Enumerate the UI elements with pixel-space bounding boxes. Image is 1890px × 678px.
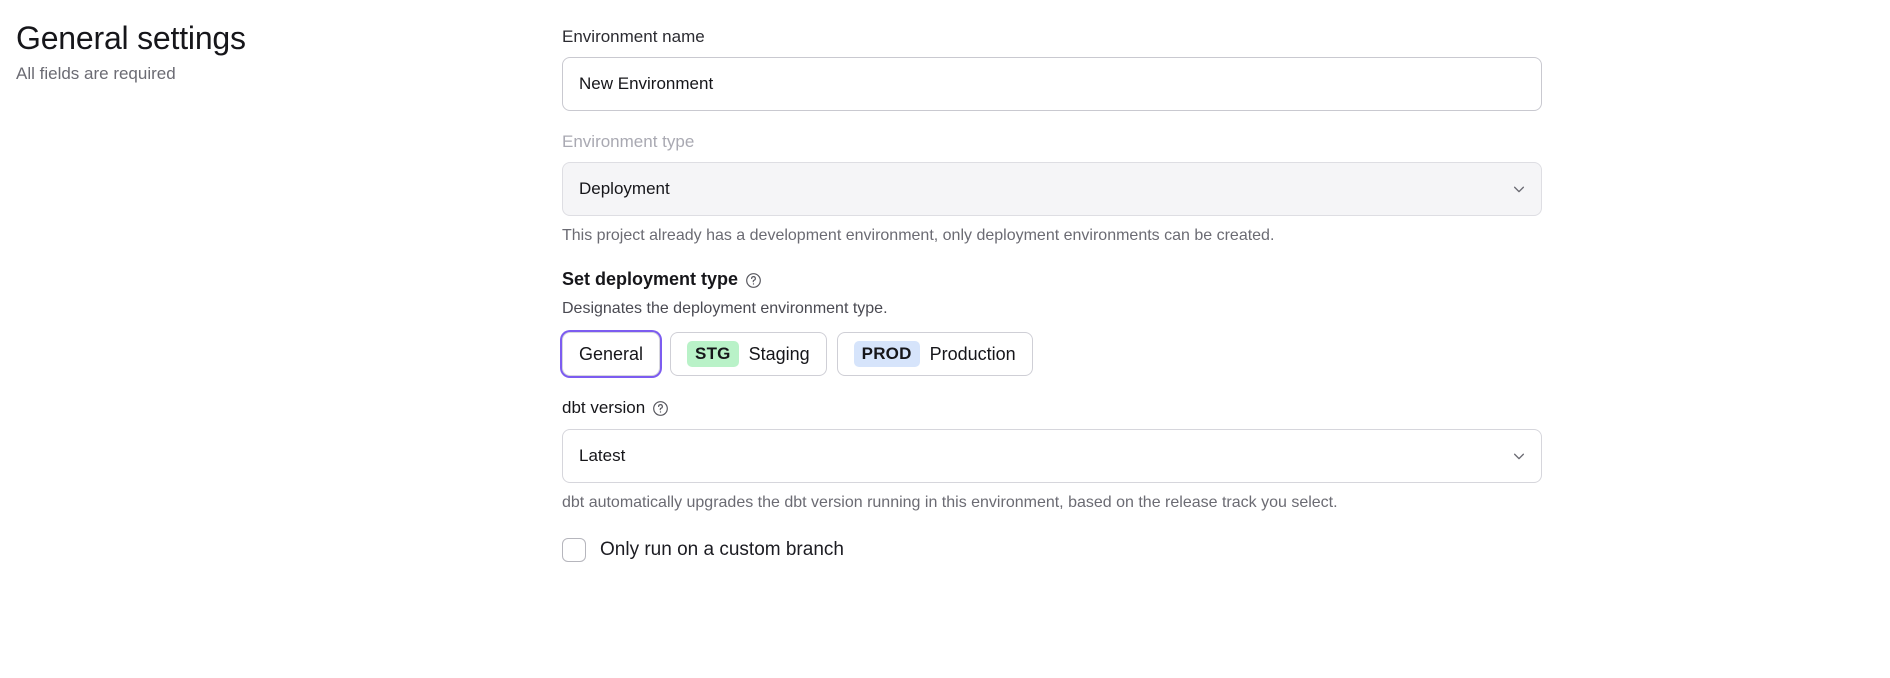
deployment-type-heading-row: Set deployment type	[562, 267, 1542, 291]
question-circle-icon[interactable]	[745, 271, 762, 288]
production-badge: PROD	[853, 341, 920, 367]
deployment-type-option-production[interactable]: PROD Production	[836, 332, 1033, 376]
settings-form: Environment name New Environment Environ…	[562, 26, 1542, 562]
custom-branch-label: Only run on a custom branch	[600, 539, 844, 560]
environment-type-field: Environment type Deployment This project…	[562, 131, 1542, 247]
staging-badge: STG	[687, 341, 739, 367]
deployment-type-options: General STG Staging PROD Production	[562, 332, 1542, 376]
deployment-type-option-staging[interactable]: STG Staging	[670, 332, 827, 376]
question-circle-icon[interactable]	[652, 400, 669, 417]
custom-branch-checkbox[interactable]	[562, 538, 586, 562]
page-subtitle: All fields are required	[16, 64, 176, 83]
environment-name-field: Environment name New Environment	[562, 26, 1542, 111]
environment-name-input[interactable]: New Environment	[562, 57, 1542, 111]
deployment-type-description: Designates the deployment environment ty…	[562, 300, 888, 317]
environment-name-label: Environment name	[562, 27, 705, 46]
environment-type-select-wrap: Deployment	[562, 162, 1542, 216]
dbt-version-label: dbt version	[562, 398, 646, 417]
deployment-type-option-general[interactable]: General	[562, 332, 661, 376]
dbt-version-select-wrap: Latest	[562, 429, 1542, 483]
settings-header: General settings All fields are required	[16, 18, 536, 86]
dbt-version-select[interactable]: Latest	[562, 429, 1542, 483]
deployment-type-field: Set deployment type Designates the deplo…	[562, 267, 1542, 376]
dbt-version-help-text: dbt automatically upgrades the dbt versi…	[562, 494, 1338, 511]
page-title: General settings	[16, 20, 246, 56]
environment-type-select[interactable]: Deployment	[562, 162, 1542, 216]
dbt-version-label-row: dbt version	[562, 396, 1542, 420]
deployment-type-option-production-label: Production	[929, 344, 1016, 364]
deployment-type-option-staging-label: Staging	[748, 344, 810, 364]
dbt-version-field: dbt version Latest dbt automatically upg…	[562, 396, 1542, 514]
custom-branch-row[interactable]: Only run on a custom branch	[562, 538, 1542, 562]
deployment-type-heading: Set deployment type	[562, 269, 739, 289]
environment-type-help-text: This project already has a development e…	[562, 227, 1275, 244]
deployment-type-option-general-label: General	[579, 344, 644, 364]
environment-type-label: Environment type	[562, 132, 695, 151]
